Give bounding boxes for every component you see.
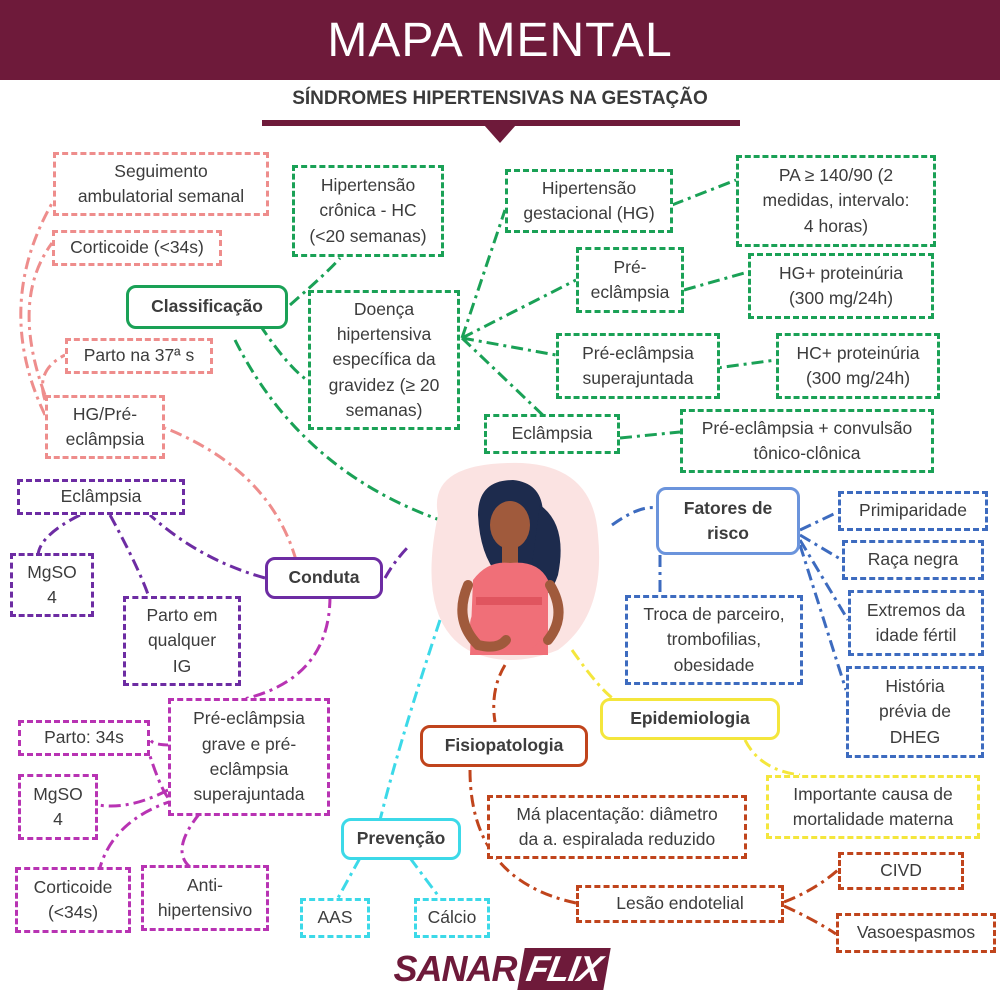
extremos-idade-box: Extremos da idade fértil <box>848 590 984 656</box>
calcio-box: Cálcio <box>414 898 490 938</box>
troca-parceiro-box: Troca de parceiro, trombofilias, obesida… <box>625 595 803 685</box>
lesao-endotelial-box: Lesão endotelial <box>576 885 784 923</box>
hg-criteria-box: PA ≥ 140/90 (2 medidas, intervalo: 4 hor… <box>736 155 936 247</box>
vasoespasmos-box: Vasoespasmos <box>836 913 996 953</box>
parto-qualquer-ig-box: Parto em qualquer IG <box>123 596 241 686</box>
page-subtitle: SÍNDROMES HIPERTENSIVAS NA GESTAÇÃO <box>292 88 708 109</box>
fatores-de-risco-node[interactable]: Fatores de risco <box>656 487 800 555</box>
mgso4-box-top: MgSO 4 <box>10 553 94 617</box>
pre-eclampsia-criteria-box: HG+ proteinúria (300 mg/24h) <box>748 253 934 319</box>
mortalidade-materna-box: Importante causa de mortalidade materna <box>766 775 980 839</box>
eclampsia-conduta-box: Eclâmpsia <box>17 479 185 515</box>
pe-superajuntada-criteria-box: HC+ proteinúria (300 mg/24h) <box>776 333 940 399</box>
pe-grave-box: Pré-eclâmpsia grave e pré- eclâmpsia sup… <box>168 698 330 816</box>
corticoide-box-top: Corticoide (<34s) <box>52 230 222 266</box>
parto-34-box: Parto: 34s <box>18 720 150 756</box>
subtitle-underline <box>262 120 740 126</box>
subtitle-pointer <box>484 125 516 143</box>
raca-negra-box: Raça negra <box>842 540 984 580</box>
civd-box: CIVD <box>838 852 964 890</box>
epidemiologia-node[interactable]: Epidemiologia <box>600 698 780 740</box>
aas-box: AAS <box>300 898 370 938</box>
sanarflix-logo: SANAR FLIX <box>380 945 620 993</box>
primiparidade-box: Primiparidade <box>838 491 988 531</box>
conduta-node[interactable]: Conduta <box>265 557 383 599</box>
page-title: MAPA MENTAL <box>0 0 1000 80</box>
hipertensao-gestacional-box: Hipertensão gestacional (HG) <box>505 169 673 233</box>
eclampsia-criteria-box: Pré-eclâmpsia + convulsão tônico-clônica <box>680 409 934 473</box>
anti-hipertensivo-box: Anti- hipertensivo <box>141 865 269 931</box>
pregnant-woman-illustration <box>431 462 600 660</box>
historia-dheg-box: História prévia de DHEG <box>846 666 984 758</box>
ma-placentacao-box: Má placentação: diâmetro da a. espiralad… <box>487 795 747 859</box>
mgso4-box-bottom: MgSO 4 <box>18 774 98 840</box>
fisiopatologia-node[interactable]: Fisiopatologia <box>420 725 588 767</box>
doenca-hipertensiva-box: Doença hipertensiva específica da gravid… <box>308 290 460 430</box>
corticoide-box-bottom: Corticoide (<34s) <box>15 867 131 933</box>
hg-pre-eclampsia-box: HG/Pré- eclâmpsia <box>45 395 165 459</box>
seguimento-ambulatorial-box: Seguimento ambulatorial semanal <box>53 152 269 216</box>
classificacao-node[interactable]: Classificação <box>126 285 288 329</box>
parto-37-box: Parto na 37ª s <box>65 338 213 374</box>
pre-eclampsia-superajuntada-box: Pré-eclâmpsia superajuntada <box>556 333 720 399</box>
prevencao-node[interactable]: Prevenção <box>341 818 461 860</box>
eclampsia-class-box: Eclâmpsia <box>484 414 620 454</box>
pre-eclampsia-box: Pré- eclâmpsia <box>576 247 684 313</box>
hipertensao-cronica-box: Hipertensão crônica - HC (<20 semanas) <box>292 165 444 257</box>
